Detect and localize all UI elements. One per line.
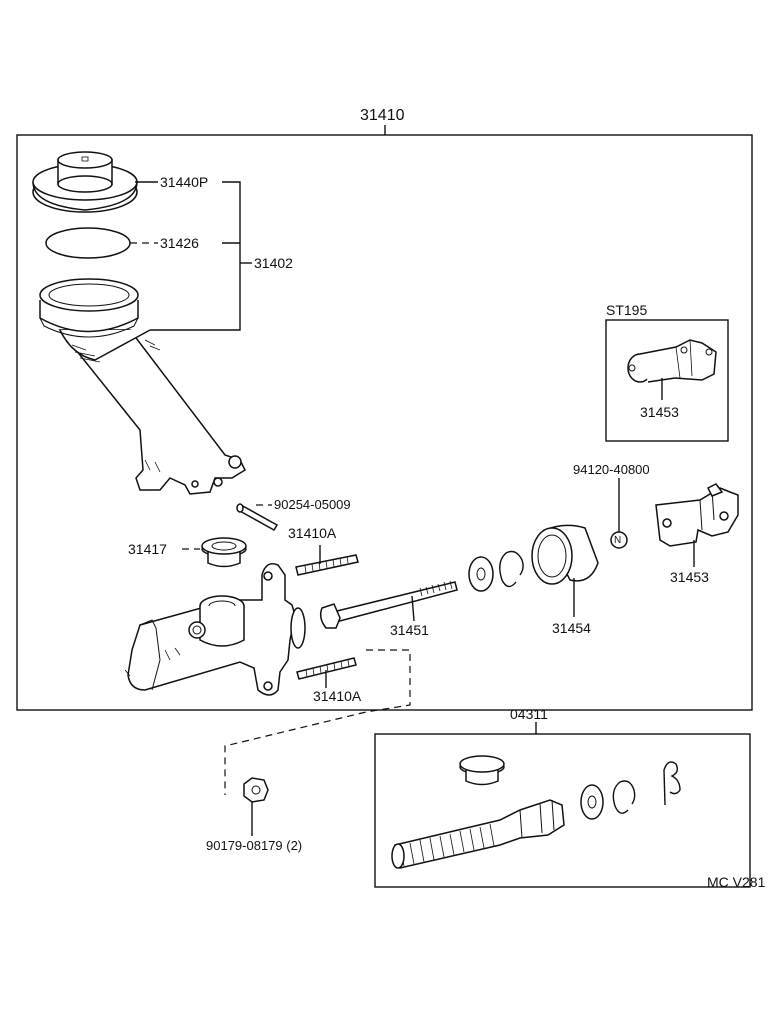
kit-spring-clip-drawing <box>663 761 681 806</box>
pin-drawing <box>236 503 279 532</box>
repair-kit-number: 04311 <box>510 706 548 722</box>
stud-lower-drawing <box>296 657 357 680</box>
reservoir-bracket <box>150 181 241 331</box>
nut-drawing <box>243 777 269 803</box>
reservoir-drawing <box>39 278 246 495</box>
stud-upper-drawing <box>295 554 359 576</box>
grommet-label: 31417 <box>128 541 167 557</box>
clevis-label: 31453 <box>670 569 709 585</box>
clip-part-label: 94120-40800 <box>573 462 650 477</box>
stud-lower-label: 31410A <box>313 688 362 704</box>
st195-inset-frame <box>605 319 729 442</box>
st195-part-label: 31453 <box>640 404 679 420</box>
reservoir-cap-drawing <box>32 151 138 213</box>
assembly-frame <box>16 134 753 711</box>
snap-ring-drawing <box>499 550 524 588</box>
kit-washer-drawing <box>580 784 604 820</box>
assembly-number: 31410 <box>360 107 405 124</box>
kit-grommet-drawing <box>459 755 505 786</box>
diaphragm-drawing <box>45 227 131 259</box>
reservoir-sub-label: 31402 <box>254 255 293 271</box>
clip-marker: N <box>614 535 622 546</box>
clevis-drawing <box>655 483 739 547</box>
nut-callout-dashes <box>224 649 411 795</box>
bolt-label: 31451 <box>390 622 429 638</box>
diaphragm-label: 31426 <box>160 235 199 251</box>
repair-kit-frame <box>374 733 751 888</box>
stud-upper-label: 31410A <box>288 525 337 541</box>
figure-code: MC V281 <box>707 874 766 890</box>
pin-label: 90254-05009 <box>274 497 351 512</box>
master-cylinder-drawing <box>124 563 306 696</box>
washer-drawing <box>468 556 494 592</box>
st195-clevis-drawing <box>627 339 717 383</box>
grommet-drawing <box>201 537 247 568</box>
kit-snap-ring-drawing <box>612 780 636 814</box>
boot-label: 31454 <box>552 620 591 636</box>
bolt-drawing <box>319 580 458 629</box>
st195-title: ST195 <box>606 302 648 318</box>
boot-drawing <box>531 524 599 585</box>
kit-piston-drawing <box>391 799 565 869</box>
bolt-leader <box>411 595 415 622</box>
nut-label: 90179-08179 (2) <box>206 838 303 853</box>
reservoir-cap-label: 31440P <box>160 174 209 190</box>
